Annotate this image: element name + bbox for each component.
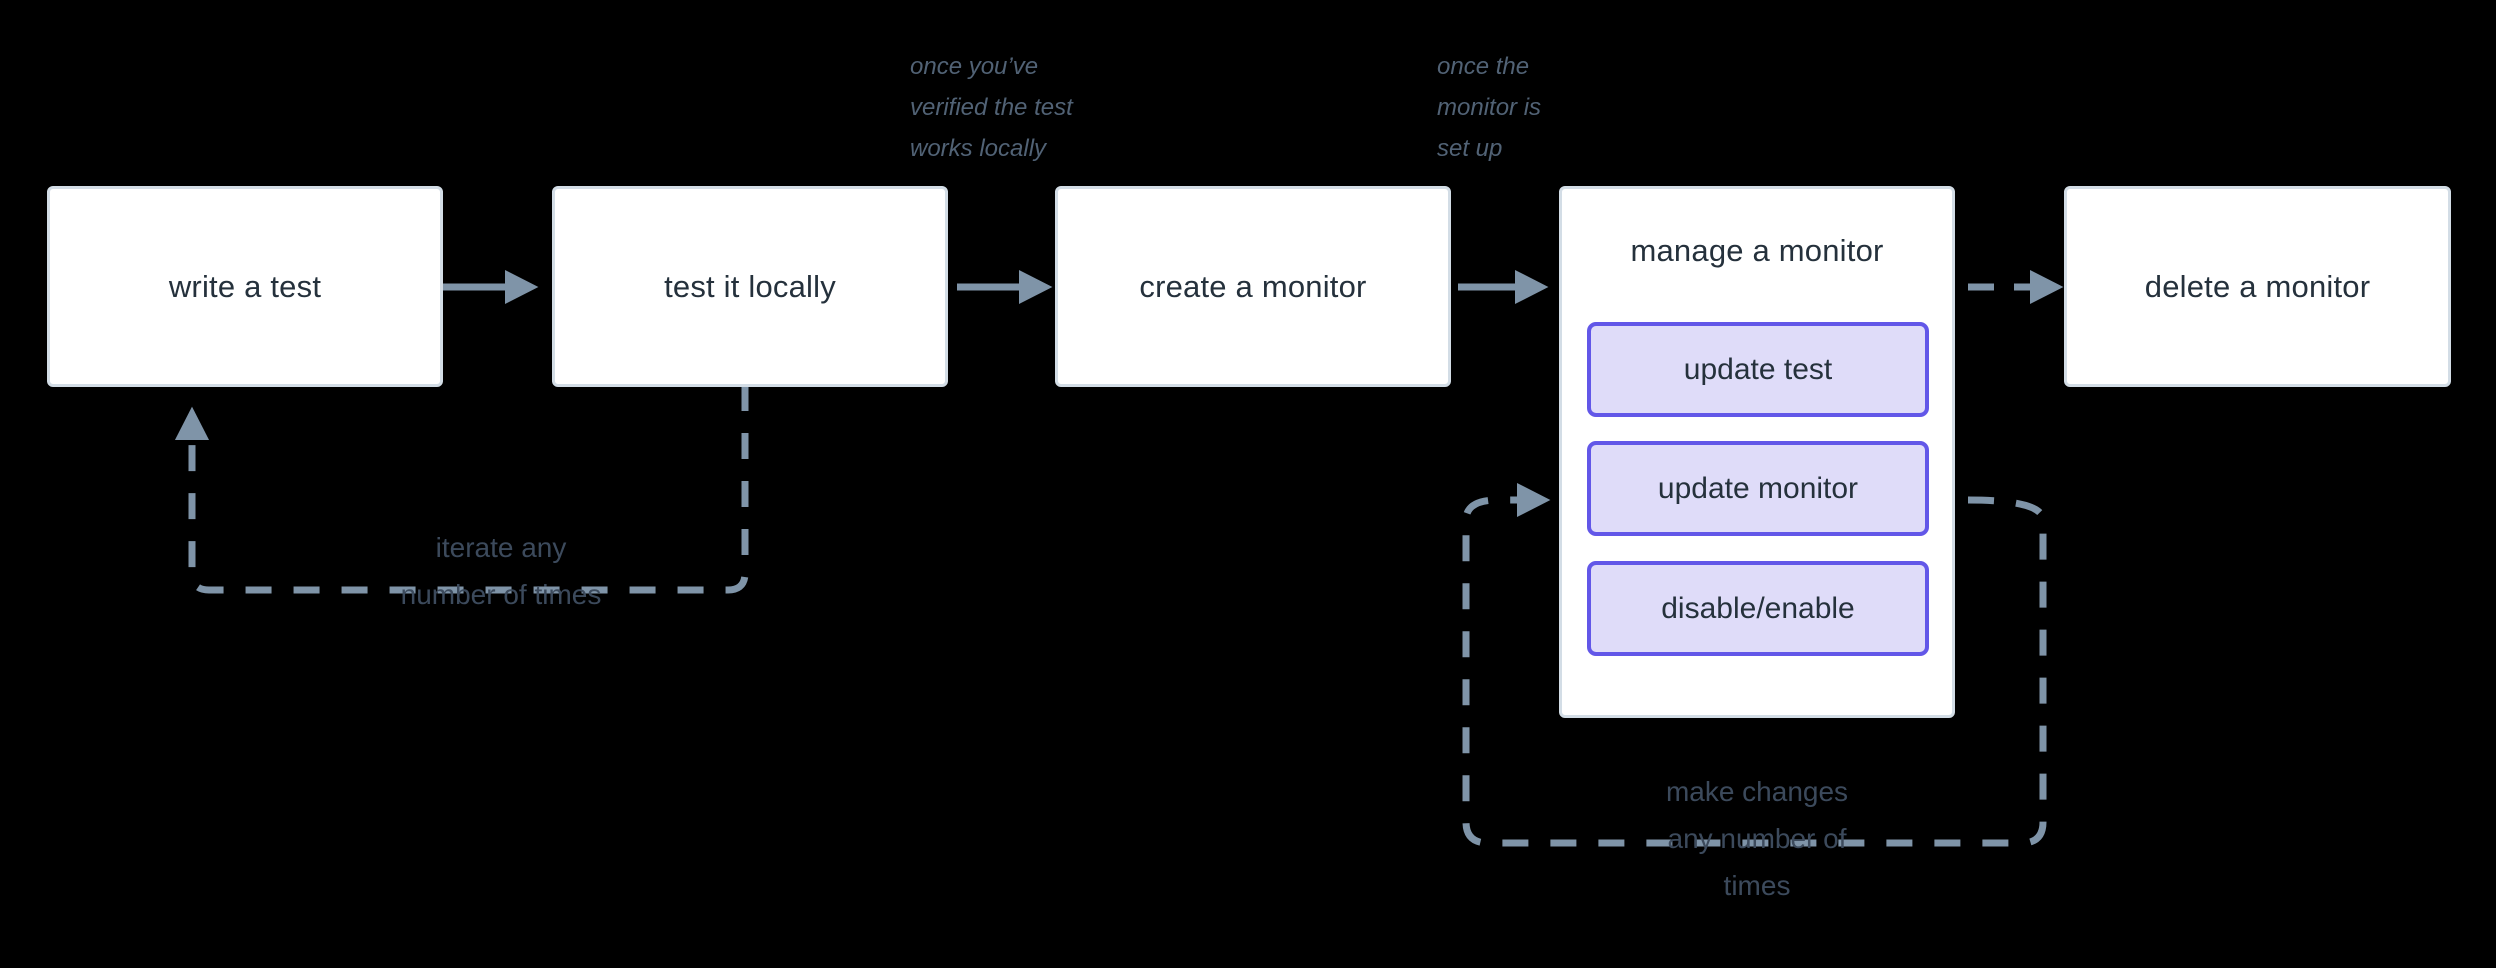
node-label-manage-a-monitor: manage a monitor: [1630, 233, 1884, 268]
edge-note-setup: once the monitor is set up: [1437, 53, 1542, 162]
edge-note-verified: once you’ve verified the test works loca…: [910, 53, 1073, 162]
loop-note-iterate: iterate any number of times: [400, 532, 602, 610]
action-label-disable-enable: disable/enable: [1661, 591, 1855, 625]
node-delete-a-monitor[interactable]: delete a monitor: [2064, 186, 2451, 387]
node-manage-a-monitor[interactable]: manage a monitor update test update moni…: [1559, 186, 1955, 718]
node-create-a-monitor[interactable]: create a monitor: [1055, 186, 1451, 387]
node-label-delete-a-monitor: delete a monitor: [2144, 268, 2371, 304]
action-update-test[interactable]: update test: [1587, 322, 1929, 417]
action-label-update-test: update test: [1683, 352, 1833, 386]
action-label-update-monitor: update monitor: [1657, 471, 1859, 505]
action-update-monitor[interactable]: update monitor: [1587, 441, 1929, 536]
action-disable-enable[interactable]: disable/enable: [1587, 561, 1929, 656]
node-write-a-test[interactable]: write a test: [47, 186, 443, 387]
node-label-create-a-monitor: create a monitor: [1139, 268, 1367, 304]
loop-note-make-changes: make changes any number of times: [1665, 776, 1849, 901]
node-label-write-a-test: write a test: [168, 268, 322, 304]
node-label-test-it-locally: test it locally: [664, 268, 836, 304]
node-test-it-locally[interactable]: test it locally: [552, 186, 948, 387]
